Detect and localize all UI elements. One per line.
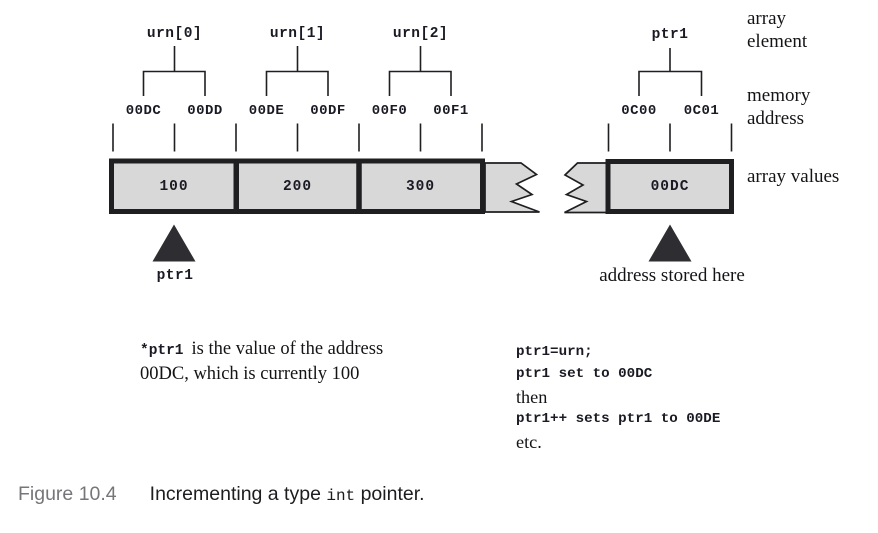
explanation-line-1: *ptr1 is the value of the address bbox=[140, 338, 383, 363]
value-urn2: 300 bbox=[405, 179, 436, 195]
bracket-urn1 bbox=[265, 46, 329, 96]
figure-number: Figure 10.4 bbox=[18, 483, 117, 505]
pointer-cell-box bbox=[605, 159, 734, 214]
figure-caption: Figure 10.4 Incrementing a type int point… bbox=[18, 483, 425, 506]
tick-marks-left bbox=[112, 123, 483, 152]
explanation-code-ptr1: *ptr1 bbox=[140, 343, 184, 359]
value-urn1: 200 bbox=[282, 179, 313, 195]
ptr1-arrow-label: ptr1 bbox=[156, 268, 194, 284]
pointer-arrow-left-icon bbox=[152, 224, 196, 262]
explanation-line-1-rest: is the value of the address bbox=[191, 339, 384, 359]
bracket-urn2 bbox=[388, 46, 452, 96]
code-note-line: ptr1=urn; bbox=[516, 344, 593, 360]
address-00dc: 00DC bbox=[125, 103, 162, 119]
element-label-ptr1: ptr1 bbox=[651, 27, 689, 43]
address-0c01: 0C01 bbox=[683, 103, 720, 119]
array-bar-left bbox=[109, 158, 485, 214]
bracket-ptr1 bbox=[638, 48, 703, 96]
row-label-memory-address: memory address bbox=[747, 85, 811, 129]
code-note-line: ptr1 set to 00DC bbox=[516, 366, 653, 383]
address-00df: 00DF bbox=[310, 103, 346, 119]
address-00de: 00DE bbox=[248, 103, 285, 119]
value-ptr1: 00DC bbox=[650, 179, 690, 195]
element-label-urn0: urn[0] bbox=[146, 26, 203, 42]
bracket-urn0 bbox=[142, 46, 206, 96]
pointer-arrow-right-icon bbox=[648, 224, 692, 262]
code-note-line: etc. bbox=[516, 431, 542, 452]
code-notes: ptr1=urn; ptr1 set to 00DC then ptr1++ s… bbox=[516, 341, 720, 453]
caption-code-int: int bbox=[326, 487, 356, 505]
element-label-urn2: urn[2] bbox=[392, 26, 449, 42]
code-note-line: ptr1++ sets ptr1 to 00DE bbox=[516, 411, 721, 428]
row-label-array-values: array values bbox=[747, 166, 840, 187]
torn-edge-right bbox=[563, 162, 609, 214]
element-label-urn1: urn[1] bbox=[269, 26, 326, 42]
row-label-array-element: array element bbox=[747, 8, 808, 52]
value-urn0: 100 bbox=[159, 179, 189, 195]
explanation-text: *ptr1 is the value of the address 00DC, w… bbox=[140, 338, 383, 385]
address-0c00: 0C00 bbox=[621, 103, 657, 119]
address-00f0: 00F0 bbox=[371, 103, 408, 119]
code-note-line: then bbox=[516, 386, 548, 407]
address-00f1: 00F1 bbox=[433, 103, 469, 119]
caption-text-before: Incrementing a type bbox=[149, 483, 327, 505]
torn-edge-left bbox=[484, 162, 540, 213]
address-00dd: 00DD bbox=[187, 103, 223, 119]
tick-marks-right bbox=[607, 123, 733, 152]
explanation-line-2: 00DC, which is currently 100 bbox=[140, 363, 360, 384]
caption-text-after: pointer. bbox=[355, 483, 425, 505]
address-stored-here-label: address stored here bbox=[599, 265, 745, 286]
